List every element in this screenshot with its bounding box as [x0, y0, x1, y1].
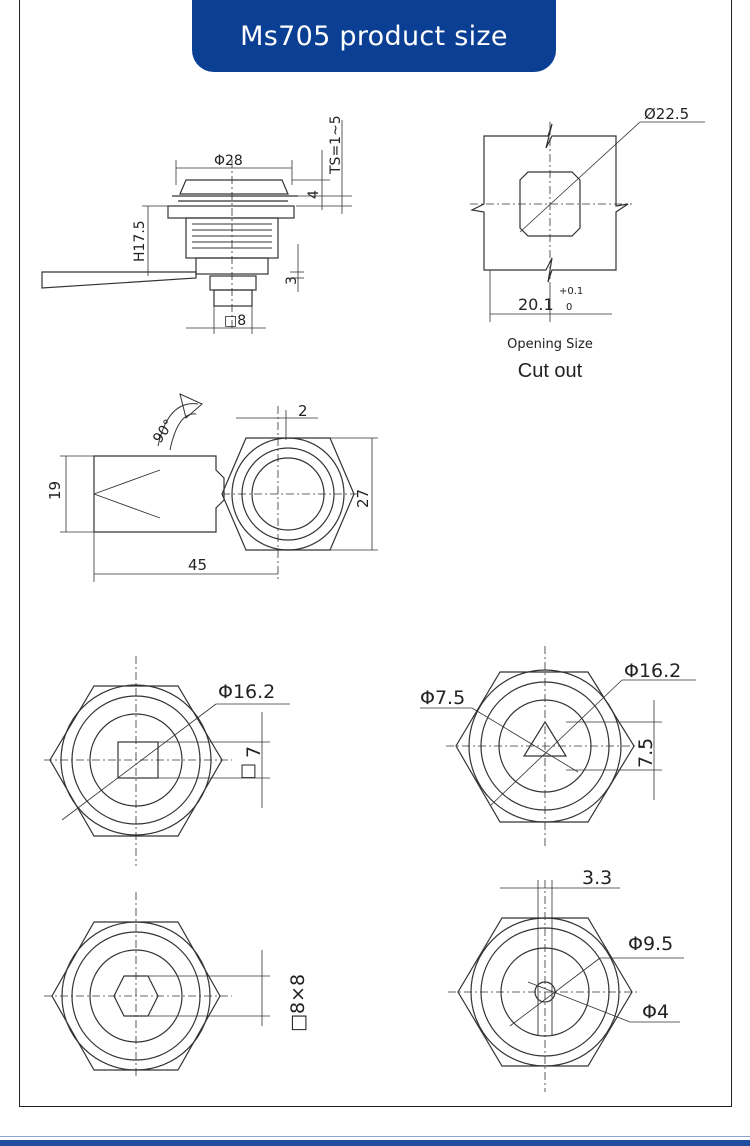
front-triangle-drawing: [420, 646, 696, 848]
cutout-width-label: 20.1: [518, 295, 554, 314]
front-slot-dia-outer: Φ9.5: [628, 933, 673, 955]
footer-line: [0, 1136, 750, 1137]
front-slot-dia-inner: Φ4: [642, 1001, 669, 1023]
cutout-drawing: [470, 121, 705, 322]
side-view-drawing: [41, 120, 352, 334]
cutout-dia-label: Ø22.5: [644, 105, 689, 123]
front-slot-width: 3.3: [582, 867, 612, 889]
side-3-label: 3: [284, 276, 300, 285]
front-hex-label: □8×8: [287, 974, 309, 1032]
cam-27-label: 27: [354, 489, 372, 508]
footer-bar: [0, 1140, 750, 1146]
front-square-drawing: [44, 656, 290, 866]
side-ts-label: TS=1~5: [328, 115, 344, 175]
cam-19-label: 19: [46, 481, 64, 500]
page-title-text: Ms705 product size: [240, 20, 508, 52]
front-triangle-dia-outer: Φ16.2: [624, 660, 681, 682]
front-triangle-dia-inner: Φ7.5: [420, 687, 465, 709]
front-square-dia: Φ16.2: [218, 681, 275, 703]
cam-drawing: [60, 393, 378, 582]
cam-angle-label: 90°: [150, 417, 177, 447]
opening-size-caption: Opening Size: [507, 337, 593, 352]
cam-45-label: 45: [188, 556, 207, 574]
front-square-sym: □: [240, 760, 257, 781]
drawing-frame: [19, 0, 732, 1107]
cut-out-caption: Cut out: [517, 360, 583, 382]
cutout-tol-plus: +0.1: [559, 286, 583, 297]
side-dia-label: Φ28: [214, 153, 243, 169]
front-triangle-size: 7.5: [635, 738, 657, 768]
side-4-label: 4: [306, 190, 322, 199]
front-slot-drawing: [448, 880, 684, 1092]
cutout-tol-zero: 0: [566, 302, 572, 313]
side-square-label: □8: [224, 313, 246, 329]
front-hex-drawing: [44, 892, 270, 1078]
front-square-size: 7: [243, 746, 265, 758]
cam-2-label: 2: [298, 402, 308, 420]
side-height-label: H17.5: [132, 220, 148, 262]
page-title: Ms705 product size: [192, 0, 556, 72]
